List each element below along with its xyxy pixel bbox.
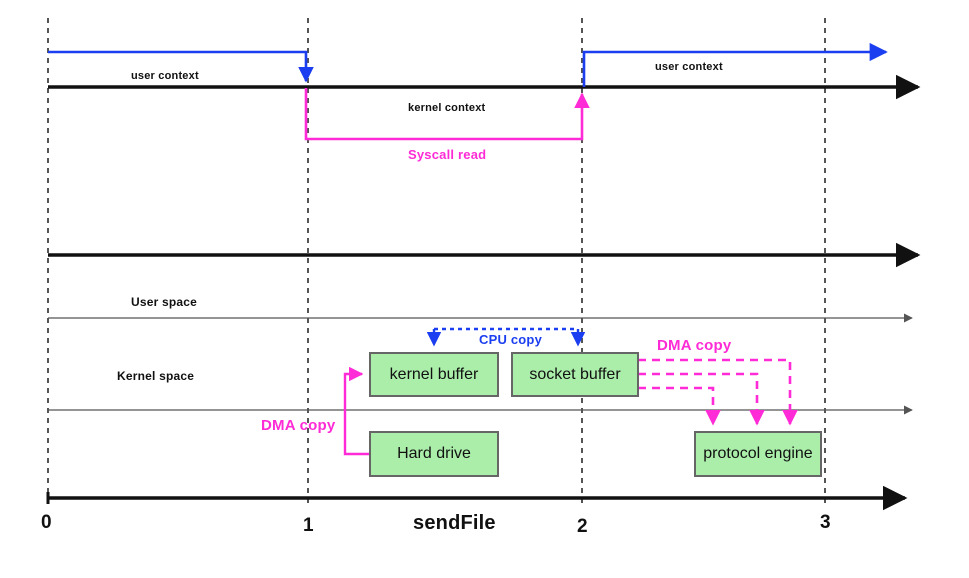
tick-label-1: 1	[303, 515, 314, 536]
protocol-engine-box	[694, 431, 822, 477]
user-context-right-label: user context	[655, 61, 723, 73]
component-boxes	[369, 352, 822, 477]
kernel-context-label: kernel context	[408, 102, 486, 114]
user-space-label: User space	[131, 295, 198, 309]
user-context-trace	[48, 42, 888, 87]
syscall-read-trace	[304, 88, 590, 141]
socket-buffer-box	[511, 352, 639, 397]
hard-drive-box	[369, 431, 499, 477]
cpu-copy-arrow	[426, 327, 586, 347]
tick-label-0: 0	[41, 512, 52, 533]
dma-copy-left-label: DMA copy	[261, 417, 336, 434]
tick-label-2: 2	[577, 516, 588, 537]
dma-copy-protocol-arrows	[638, 358, 798, 426]
dma-copy-disk-arrow	[343, 366, 370, 456]
diagram-title: sendFile	[413, 512, 496, 534]
syscall-read-label: Syscall read	[408, 147, 487, 162]
kernel-buffer-box	[369, 352, 499, 397]
kernel-space-label: Kernel space	[117, 369, 195, 383]
tick-label-3: 3	[820, 512, 831, 533]
user-context-left-label: user context	[131, 70, 199, 82]
dma-copy-right-label: DMA copy	[657, 337, 732, 354]
cpu-copy-label: CPU copy	[479, 332, 543, 347]
